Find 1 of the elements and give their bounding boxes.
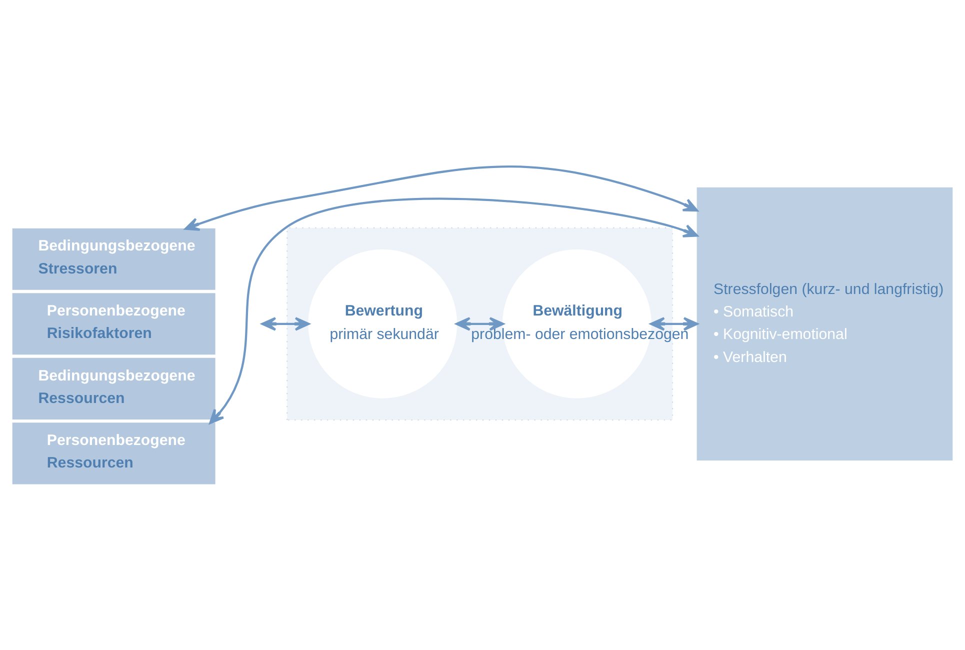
node-label: problem- oder emotionsbezogen [471, 326, 689, 344]
